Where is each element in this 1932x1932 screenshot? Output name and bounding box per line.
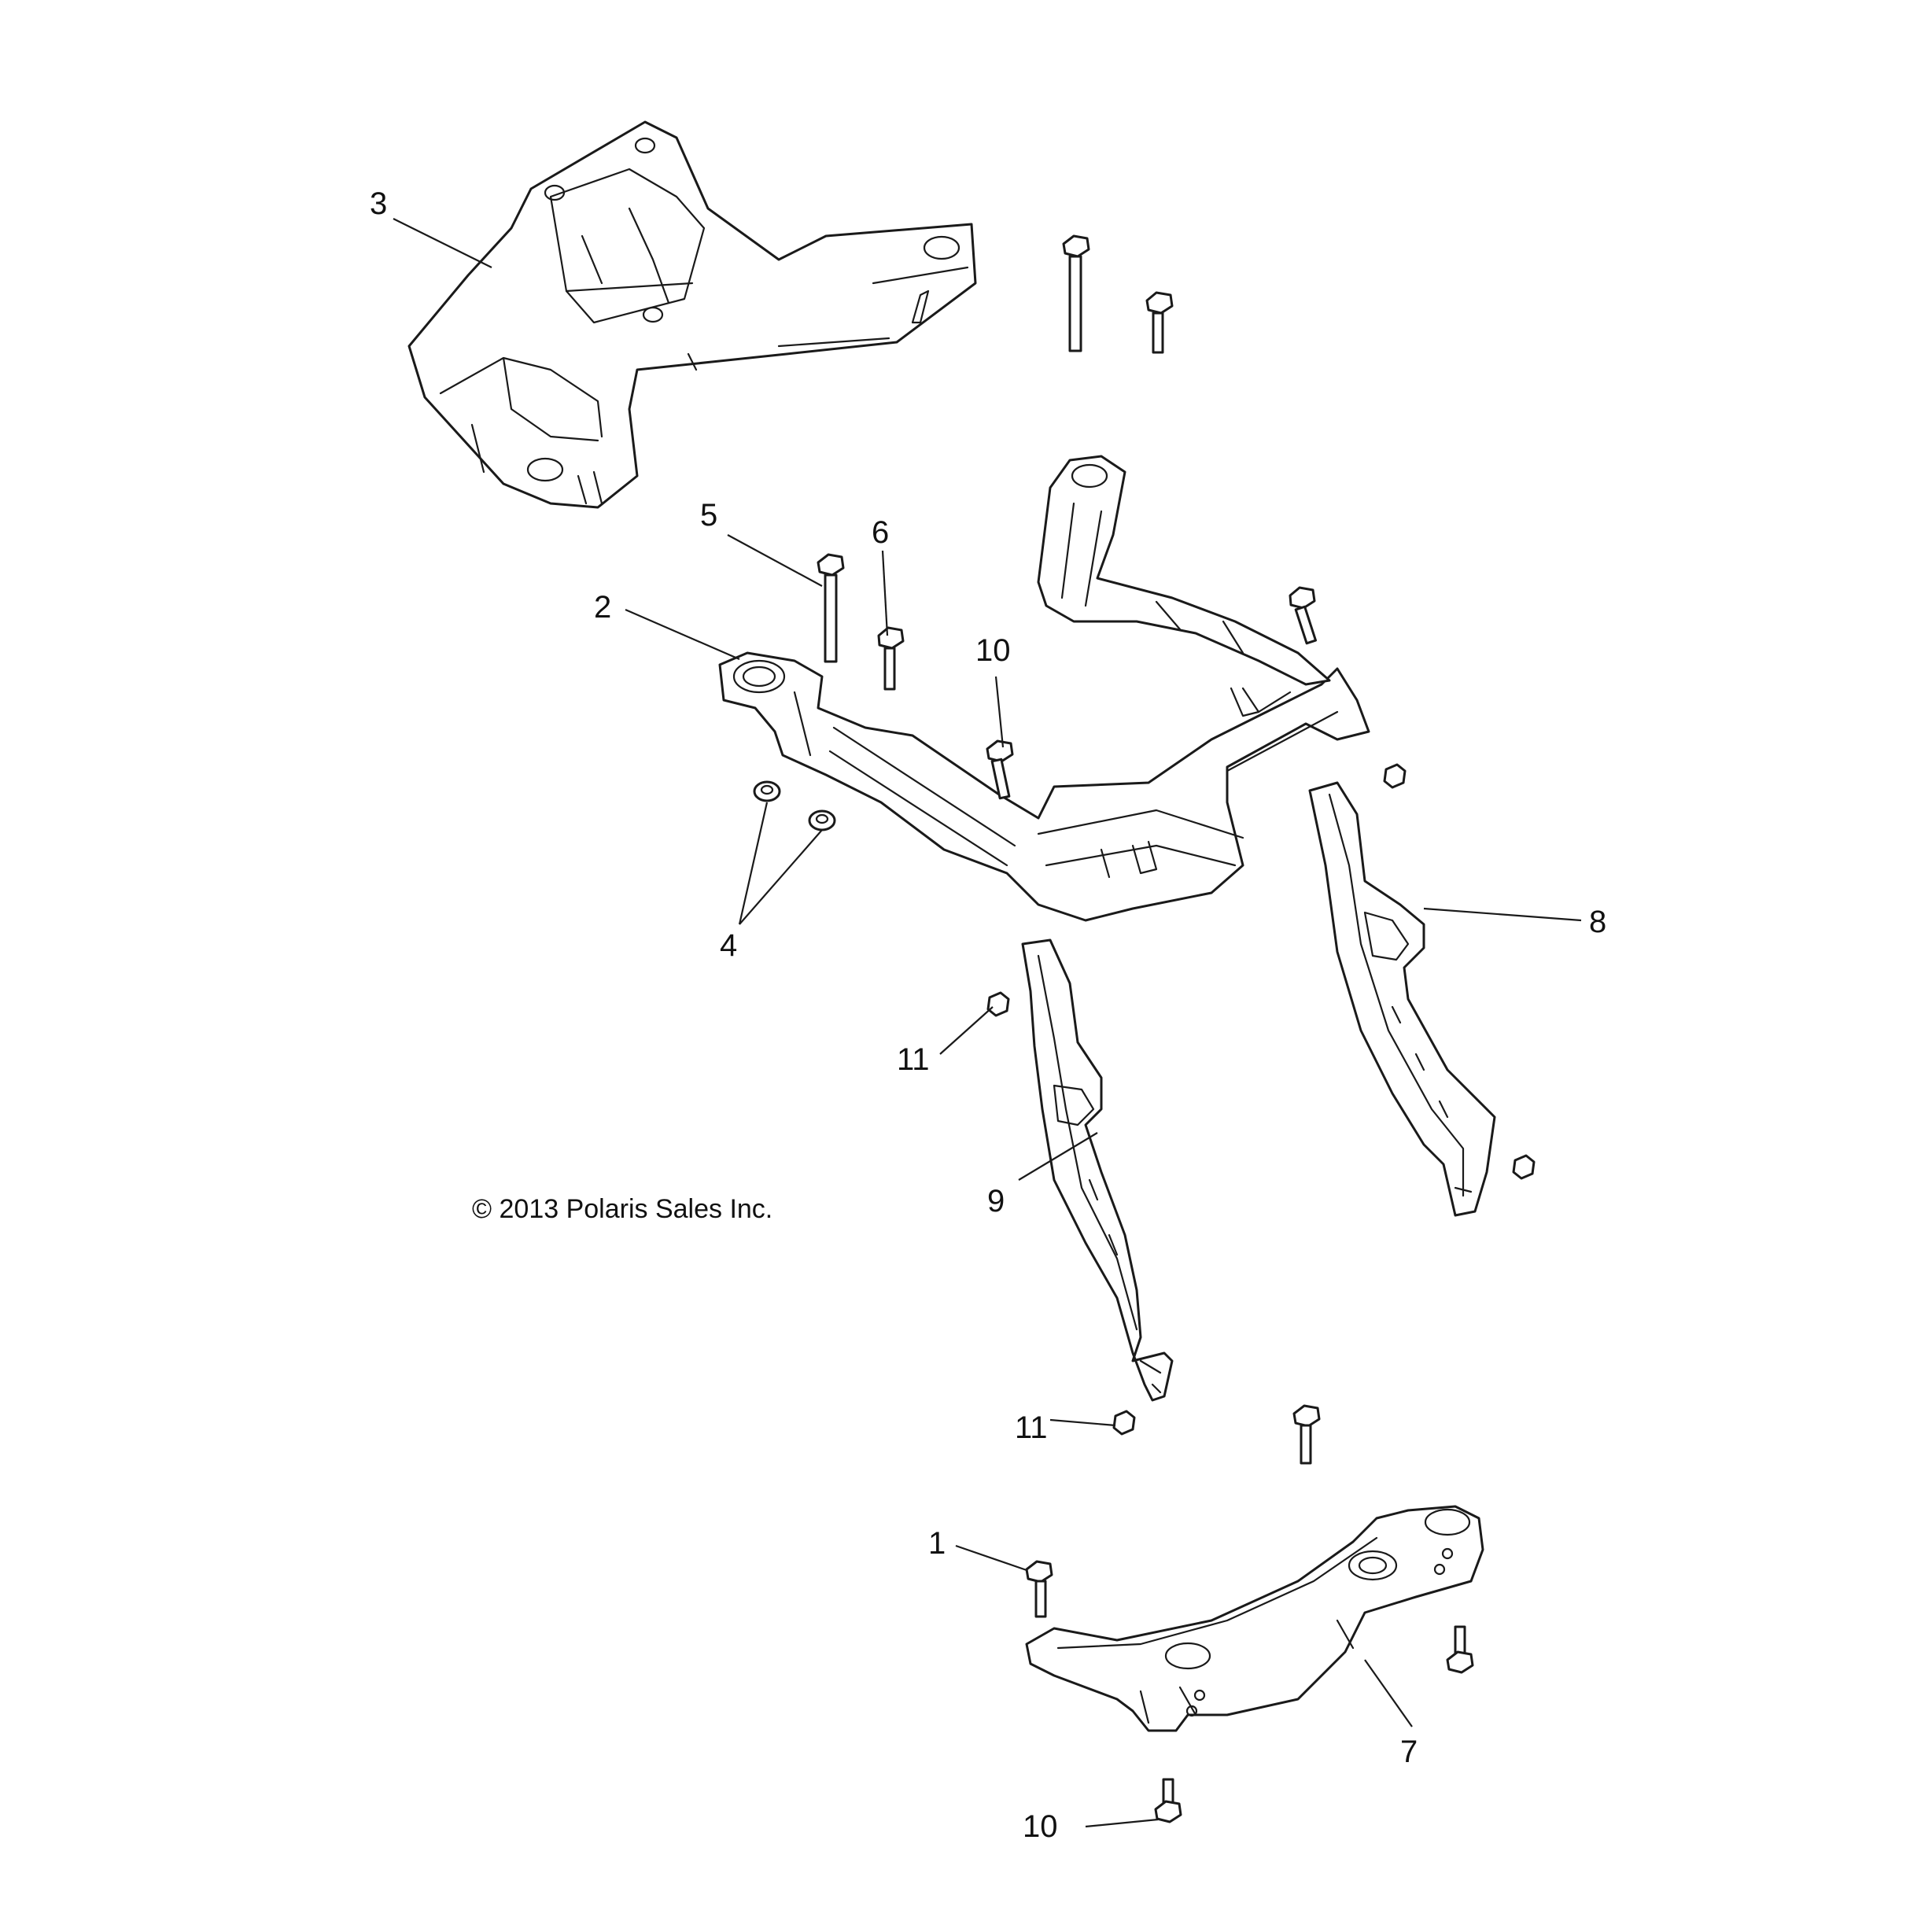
bolt-above-part-7: [1292, 1404, 1321, 1465]
callout-labels: 3 5 6 2 10 4 8 11 9 11 1 7 10: [370, 186, 1606, 1844]
bolt-right-of-part-2: [1289, 586, 1318, 645]
part-7-lower-crossmember: [1025, 1505, 1484, 1732]
callout-5: 5: [700, 498, 717, 533]
callout-1: 1: [928, 1526, 946, 1561]
callout-11-lower: 11: [1015, 1410, 1048, 1445]
bolt-part-10-upper: [986, 739, 1014, 800]
part-2-middle-crossmember: [718, 455, 1370, 922]
nut-part-11-lower: [1112, 1410, 1136, 1436]
part-8-right-side-rail: [1308, 781, 1496, 1217]
bolt-part-6: [877, 626, 905, 691]
callout-10-upper: 10: [975, 633, 1011, 668]
nut-right-rail-bottom: [1512, 1154, 1536, 1180]
callout-11-upper: 11: [897, 1042, 930, 1077]
bolt-part-10-lower: [1154, 1778, 1182, 1823]
callout-8: 8: [1589, 905, 1606, 939]
part-3-upper-frame-bracket: [407, 120, 977, 509]
callout-2: 2: [594, 590, 611, 625]
part-9-left-side-rail: [1021, 938, 1174, 1402]
bolt-top-long: [1062, 234, 1090, 352]
bolt-part-1: [1025, 1560, 1053, 1618]
bolt-right-of-part-7: [1446, 1625, 1474, 1674]
callout-4: 4: [720, 928, 737, 963]
callout-10-lower: 10: [1023, 1809, 1058, 1844]
callout-7: 7: [1400, 1735, 1418, 1769]
callout-6: 6: [872, 515, 889, 550]
callout-9: 9: [987, 1184, 1005, 1219]
nut-part-4-left: [753, 780, 781, 802]
leader-lines: [393, 218, 1582, 1828]
bolt-top-short: [1145, 291, 1174, 354]
copyright-text: © 2013 Polaris Sales Inc.: [472, 1194, 772, 1224]
nut-part-4-right: [808, 809, 836, 831]
callout-3: 3: [370, 186, 387, 221]
bolt-part-5: [817, 553, 845, 663]
nut-part-11-upper: [986, 991, 1010, 1017]
nut-right-rail-top: [1383, 763, 1407, 789]
